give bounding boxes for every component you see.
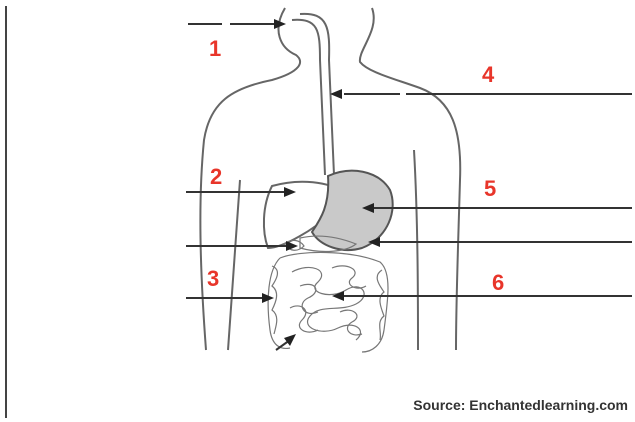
label-4: 4 [482, 62, 495, 87]
source-credit: Source: Enchantedlearning.com [413, 397, 628, 413]
label-3: 3 [207, 266, 219, 291]
colon-folds-right [377, 270, 384, 340]
small-intestine [290, 266, 366, 340]
colon-folds-left [272, 266, 277, 334]
label-2: 2 [210, 164, 222, 189]
leader-1 [188, 19, 286, 29]
label-1: 1 [209, 36, 221, 61]
leader-3 [186, 293, 274, 303]
label-5: 5 [484, 176, 496, 201]
leader-rectum [276, 334, 296, 350]
stomach [312, 171, 393, 250]
leader-6 [332, 291, 632, 301]
leader-5 [362, 203, 632, 213]
leader-4 [330, 89, 632, 99]
large-intestine [268, 252, 388, 352]
leader-pancreas [368, 237, 632, 247]
label-6: 6 [492, 270, 504, 295]
leader-2 [186, 187, 296, 197]
leader-liver-lower [186, 241, 298, 251]
esophagus [292, 14, 334, 175]
